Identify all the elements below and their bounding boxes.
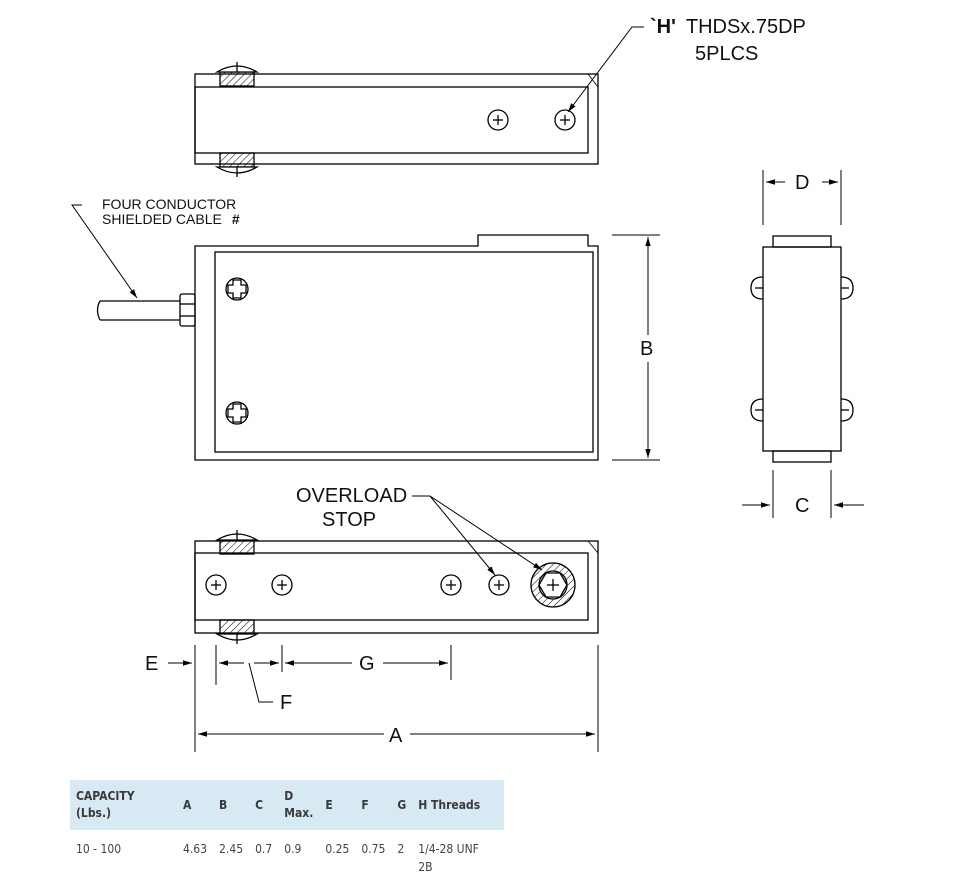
- overload-stop-icon: [530, 562, 576, 608]
- dimension-label-g: G: [359, 653, 375, 675]
- load-cell-dimension-drawing: `H'THDSx.75DP 5PLCS FOU: [71, 16, 864, 752]
- phillips-screw-icon: [225, 401, 249, 425]
- svg-text:STOP: STOP: [322, 509, 376, 531]
- overload-note: OVERLOAD STOP: [296, 485, 407, 531]
- thread-hole-icon: [440, 574, 462, 596]
- mount-screw-top-lower: [219, 152, 255, 168]
- thread-hole-icon: [205, 574, 227, 596]
- header-capacity: CAPACITY(Lbs.): [70, 780, 177, 830]
- svg-text:5PLCS: 5PLCS: [695, 43, 758, 65]
- cell-capacity: 10 - 100: [76, 842, 122, 856]
- header-a: A: [177, 780, 214, 830]
- cell-d: 0.9: [284, 842, 302, 856]
- dimension-b: [612, 234, 660, 461]
- cell-b: 2.45: [219, 842, 244, 856]
- table-row: 10 - 100 4.63 2.45 0.7 0.9 0.25 0.75 2 1…: [70, 830, 504, 882]
- cell-a: 4.63: [183, 842, 208, 856]
- dimension-label-f: F: [280, 692, 292, 714]
- svg-text:OVERLOAD: OVERLOAD: [296, 485, 407, 507]
- header-c: C: [249, 780, 279, 830]
- dimension-label-a: A: [389, 725, 403, 747]
- side-view: [742, 170, 864, 518]
- dimension-label-e: E: [145, 653, 158, 675]
- dimension-c: [742, 470, 864, 518]
- svg-text:SHIELDED CABLE#: SHIELDED CABLE#: [102, 211, 240, 227]
- svg-text:`H'THDSx.75DP: `H'THDSx.75DP: [650, 16, 806, 38]
- thread-hole-icon: [554, 109, 576, 131]
- header-g: G: [391, 780, 413, 830]
- cable-note: FOUR CONDUCTOR SHIELDED CABLE#: [102, 196, 240, 227]
- header-b: B: [213, 780, 250, 830]
- thread-hole-icon: [271, 574, 293, 596]
- dimension-label-d: D: [795, 172, 809, 194]
- front-view: [71, 204, 660, 461]
- dimension-label-b: B: [640, 338, 653, 360]
- mount-screw-top-upper: [219, 71, 255, 87]
- phillips-screw-icon: [225, 277, 249, 301]
- cell-e: 0.25: [325, 842, 350, 856]
- thread-note: `H'THDSx.75DP 5PLCS: [650, 16, 806, 65]
- svg-text:FOUR CONDUCTOR: FOUR CONDUCTOR: [102, 196, 236, 212]
- cell-c: 0.7: [255, 842, 273, 856]
- cell-f: 0.75: [361, 842, 386, 856]
- dimension-d: [762, 170, 842, 225]
- bottom-view: [168, 495, 599, 752]
- side-screw: [750, 276, 854, 422]
- mount-screw-bottom-upper: [219, 539, 255, 555]
- dimension-lines-bottom: [168, 645, 599, 752]
- top-view: [194, 26, 644, 177]
- mount-screw-bottom-lower: [219, 619, 255, 635]
- header-e: E: [319, 780, 356, 830]
- cell-g: 2: [397, 842, 405, 856]
- header-f: F: [355, 780, 392, 830]
- header-h-threads: H Threads: [412, 780, 505, 830]
- dimension-label-c: C: [795, 495, 809, 517]
- thread-hole-icon: [487, 109, 509, 131]
- cable-fitting: [96, 293, 196, 327]
- thread-hole-icon: [488, 574, 510, 596]
